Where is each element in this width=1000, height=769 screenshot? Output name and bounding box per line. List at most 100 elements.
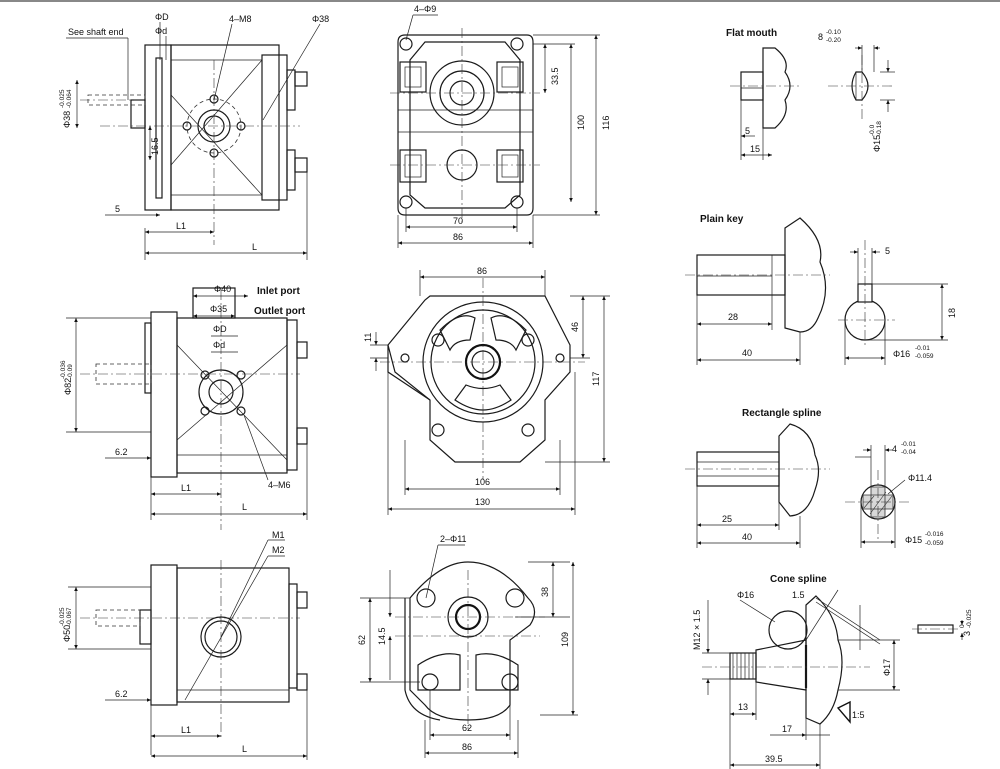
svg-text:-0.025: -0.025 [966, 609, 973, 628]
phi15-label: Φ15 [905, 535, 922, 545]
dim-8: 8 [818, 32, 823, 42]
top-side-view: See shaft end ΦD Φd 4–M8 Φ38 Φ38 -0.025 … [59, 12, 329, 260]
dim-33-5: 33.5 [550, 67, 560, 85]
bottom-front-view: 2–Φ11 38 62 14.5 109 62 86 [357, 534, 578, 758]
svg-text:0: 0 [959, 624, 966, 628]
phi-D-label: ΦD [213, 324, 227, 334]
svg-text:Φ50: Φ50 [62, 625, 72, 642]
phi35-label: Φ35 [210, 304, 227, 314]
bottom-side-view: M1 M2 Φ50 -0.025 -0.067 6.2 L1 L [59, 530, 308, 760]
dim-14-5: 14.5 [377, 627, 387, 645]
dim-40: 40 [742, 532, 752, 542]
svg-text:-0.18: -0.18 [876, 121, 883, 136]
inlet-port-label: Inlet port [257, 286, 300, 297]
svg-text:-0.0: -0.0 [869, 124, 876, 136]
dim-6-2: 6.2 [115, 689, 128, 699]
phi16-label: Φ16 [893, 349, 910, 359]
phi15-tol-up: -0.016 [925, 531, 944, 538]
dim-5: 5 [745, 126, 750, 136]
dim-16-5: 16.5 [150, 137, 160, 155]
taper-label: 1:5 [852, 710, 865, 720]
holes-m8-label: 4–M8 [229, 14, 252, 24]
dim-100: 100 [576, 115, 586, 130]
dim-L1: L1 [181, 483, 191, 493]
svg-text:-0.067: -0.067 [66, 607, 73, 626]
top-front-view: 4–Φ9 33.5 100 116 70 86 [390, 4, 611, 248]
middle-side-view: Φ40 Φ35 ΦD Φd Inlet port Outlet port Φ82… [60, 284, 308, 530]
phi16-tol-lo: -0.059 [915, 353, 934, 360]
dim-39-5: 39.5 [765, 754, 783, 764]
flat-mouth-title: Flat mouth [726, 28, 777, 39]
plain-key-title: Plain key [700, 214, 744, 225]
phi16-label: Φ16 [737, 590, 754, 600]
dim-15: 15 [750, 144, 760, 154]
cone-spline-title: Cone spline [770, 574, 827, 585]
dim-4-tol-up: -0.01 [901, 441, 916, 448]
phi15-tol-lo: -0.059 [925, 540, 944, 547]
dim-13: 13 [738, 702, 748, 712]
outlet-port-label: Outlet port [254, 306, 306, 317]
phi17-label: Φ17 [882, 659, 892, 676]
phi40-label: Φ40 [214, 284, 231, 294]
dim-86: 86 [453, 232, 463, 242]
phi15-label: Φ15 -0.0 -0.18 [869, 121, 883, 152]
dim-L: L [252, 242, 257, 252]
dim-46: 46 [570, 322, 580, 332]
svg-text:-0.025: -0.025 [59, 89, 66, 108]
dim-11: 11 [363, 333, 373, 342]
plain-key-detail: Plain key 5 28 40 18 Φ16 -0.01 -0.059 [685, 214, 957, 365]
dim-L1: L1 [181, 725, 191, 735]
dim-L: L [242, 744, 247, 754]
holes-phi11-label: 2–Φ11 [440, 534, 467, 544]
dim-3-label: 3 0 -0.025 [959, 609, 973, 636]
shaft-dia-label: Φ38 -0.025 -0.064 [59, 89, 73, 128]
dim-40: 40 [742, 348, 752, 358]
rectangle-spline-title: Rectangle spline [742, 408, 822, 419]
shaft-dia-label: Φ50 -0.025 -0.067 [59, 607, 73, 642]
svg-text:Φ15: Φ15 [872, 135, 882, 152]
svg-text:3: 3 [962, 631, 972, 636]
dim-38: 38 [540, 587, 550, 597]
dim-6-2: 6.2 [115, 447, 128, 457]
dim-1-5: 1.5 [792, 590, 805, 600]
dim-17: 17 [782, 724, 792, 734]
dim-18: 18 [947, 308, 957, 318]
holes-phi9-label: 4–Φ9 [414, 4, 436, 14]
see-shaft-end-note: See shaft end [68, 27, 124, 37]
dim-86: 86 [477, 266, 487, 276]
holes-m6-label: 4–M6 [268, 480, 291, 490]
dim-70: 70 [453, 216, 463, 226]
middle-front-view: 86 11 46 117 106 130 [363, 266, 610, 515]
dim-4: 4 [892, 444, 897, 454]
svg-text:-0.025: -0.025 [59, 607, 66, 626]
dim-L1: L1 [176, 221, 186, 231]
dim-8-tol-lo: -0.20 [826, 37, 841, 44]
svg-text:-0.09: -0.09 [67, 364, 74, 379]
dim-28: 28 [728, 312, 738, 322]
dim-5: 5 [885, 246, 890, 256]
dim-62-horizontal: 62 [462, 723, 472, 733]
m2-label: M2 [272, 545, 285, 555]
dim-117: 117 [591, 372, 601, 386]
svg-text:Φ38: Φ38 [62, 111, 72, 128]
svg-text:Φ82: Φ82 [63, 378, 73, 395]
dim-5: 5 [115, 204, 120, 214]
dim-130: 130 [475, 497, 490, 507]
dim-106: 106 [475, 477, 490, 487]
phi-D-label: ΦD [155, 12, 169, 22]
dim-62-vertical: 62 [357, 635, 367, 645]
dim-L: L [242, 502, 247, 512]
svg-text:-0.064: -0.064 [66, 89, 73, 108]
phi-d-label: Φd [155, 26, 167, 36]
rectangle-spline-detail: Rectangle spline 4 -0.01 -0.04 Φ11.4 25 … [685, 408, 944, 548]
dim-25: 25 [722, 514, 732, 524]
dim-109: 109 [560, 632, 570, 647]
dim-4-tol-lo: -0.04 [901, 449, 916, 456]
flat-mouth-detail: Flat mouth 8 -0.10 -0.20 5 15 Φ15 -0.0 -… [726, 28, 895, 160]
m1-label: M1 [272, 530, 285, 540]
shaft-dia-label: Φ82 -0.036 -0.09 [60, 360, 74, 395]
phi-d-label: Φd [213, 340, 225, 350]
phi16-tol-up: -0.01 [915, 345, 930, 352]
